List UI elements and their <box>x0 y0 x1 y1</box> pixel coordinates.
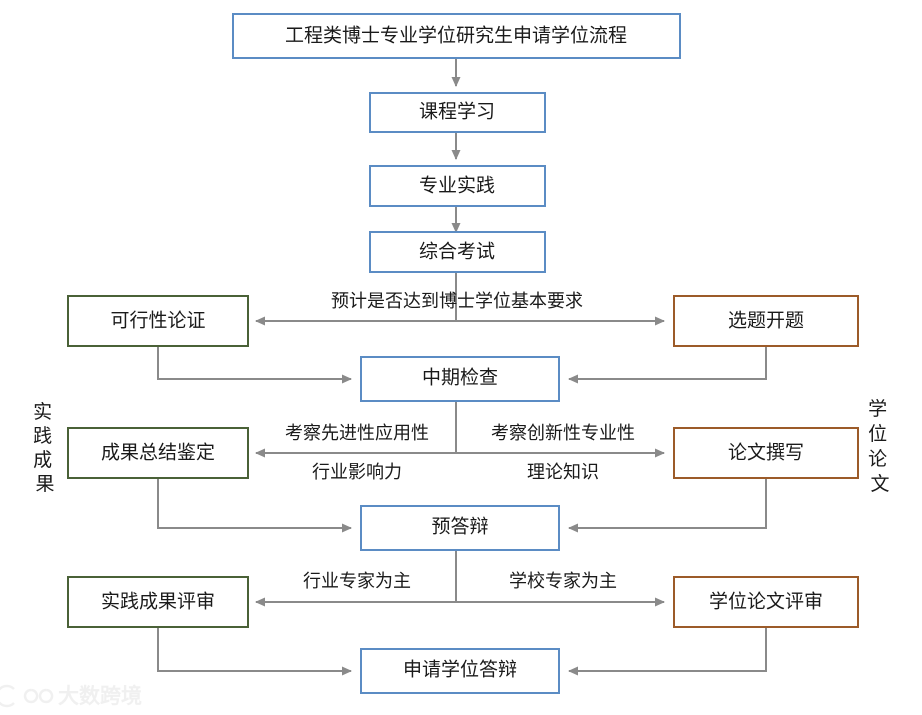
node-apply-degree-defense-label: 申请学位答辩 <box>403 658 517 680</box>
node-topic-selection-label: 选题开题 <box>728 309 804 331</box>
side-label-left: 实 践 成 果 <box>33 401 57 495</box>
node-degree-thesis-review-label: 学位论文评审 <box>709 590 823 612</box>
edge-label-right-expert: 学校专家为主 <box>509 571 617 591</box>
side-label-right-c3: 文 <box>870 473 889 495</box>
connector-layer <box>157 58 767 676</box>
node-pre-defense-rect <box>360 505 560 551</box>
node-feasibility-argument-rect <box>67 295 249 347</box>
node-professional-practice-label: 专业实践 <box>419 174 495 196</box>
node-layer: 工程类博士专业学位研究生申请学位流程 课程学习 专业实践 综合考试 可行性论证 … <box>67 13 859 694</box>
node-title-box-label: 工程类博士专业学位研究生申请学位流程 <box>285 24 627 46</box>
node-degree-thesis-review[interactable]: 学位论文评审 <box>673 576 859 628</box>
node-comprehensive-exam-rect <box>369 231 546 273</box>
node-pre-defense-label: 预答辩 <box>431 515 488 537</box>
node-topic-selection-rect <box>673 295 859 347</box>
node-comprehensive-exam-label: 综合考试 <box>419 240 495 262</box>
node-practice-result-review[interactable]: 实践成果评审 <box>67 576 249 628</box>
edge-label-left-lower: 行业影响力 <box>312 462 402 482</box>
node-feasibility-argument-label: 可行性论证 <box>110 309 205 331</box>
side-label-layer: 实 践 成 果 学 位 论 文 <box>33 398 892 495</box>
node-comprehensive-exam[interactable]: 综合考试 <box>369 231 546 273</box>
node-midterm-check-label: 中期检查 <box>422 366 498 388</box>
node-course-study-label: 课程学习 <box>419 100 495 122</box>
node-course-study[interactable]: 课程学习 <box>369 92 546 133</box>
node-feasibility-argument[interactable]: 可行性论证 <box>67 295 249 347</box>
side-label-right: 学 位 论 文 <box>868 398 892 495</box>
side-label-left-c3: 果 <box>35 474 54 495</box>
edge-label-right-upper: 考察创新性专业性 <box>491 423 635 443</box>
node-apply-degree-defense-rect <box>360 648 560 694</box>
side-label-left-c2: 成 <box>33 449 52 471</box>
connector-topic-to-midterm <box>568 346 767 384</box>
connector-thesis-review-to-final <box>568 627 767 676</box>
node-practice-result-review-rect <box>67 576 249 628</box>
watermark-logo-icon <box>0 684 54 708</box>
watermark: 大数跨境 <box>0 684 142 708</box>
watermark-label: 大数跨境 <box>58 684 142 708</box>
side-label-right-c2: 论 <box>868 448 887 470</box>
node-thesis-writing-rect <box>673 427 859 479</box>
node-professional-practice-rect <box>369 165 546 207</box>
node-achievement-summary[interactable]: 成果总结鉴定 <box>67 427 249 479</box>
node-midterm-check[interactable]: 中期检查 <box>360 356 560 402</box>
node-achievement-summary-rect <box>67 427 249 479</box>
edge-label-right-lower: 理论知识 <box>527 462 599 482</box>
node-topic-selection[interactable]: 选题开题 <box>673 295 859 347</box>
side-label-left-c0: 实 <box>33 401 52 423</box>
edge-label-basic-requirement: 预计是否达到博士学位基本要求 <box>331 291 583 311</box>
edge-label-layer: 预计是否达到博士学位基本要求 考察先进性应用性 考察创新性专业性 行业影响力 理… <box>285 291 635 591</box>
side-label-right-c1: 位 <box>868 423 887 445</box>
node-title-box-rect <box>232 13 681 59</box>
node-practice-result-review-label: 实践成果评审 <box>101 590 215 612</box>
side-label-left-c1: 践 <box>33 425 52 447</box>
node-achievement-summary-label: 成果总结鉴定 <box>101 441 215 463</box>
connector-thesis-to-predefense <box>568 478 767 533</box>
node-apply-degree-defense[interactable]: 申请学位答辩 <box>360 648 560 694</box>
edge-label-left-expert: 行业专家为主 <box>303 571 411 591</box>
edge-label-left-upper: 考察先进性应用性 <box>285 423 429 443</box>
node-professional-practice[interactable]: 专业实践 <box>369 165 546 207</box>
connector-achievement-to-predefense <box>157 478 352 533</box>
node-title-box[interactable]: 工程类博士专业学位研究生申请学位流程 <box>232 13 681 59</box>
node-midterm-check-rect <box>360 356 560 402</box>
node-thesis-writing[interactable]: 论文撰写 <box>673 427 859 479</box>
node-thesis-writing-label: 论文撰写 <box>728 441 804 463</box>
connector-practice-review-to-final <box>157 627 352 676</box>
side-label-right-c0: 学 <box>868 398 887 420</box>
connector-feasibility-to-midterm <box>157 346 352 384</box>
node-course-study-rect <box>369 92 546 133</box>
node-pre-defense[interactable]: 预答辩 <box>360 505 560 551</box>
node-degree-thesis-review-rect <box>673 576 859 628</box>
